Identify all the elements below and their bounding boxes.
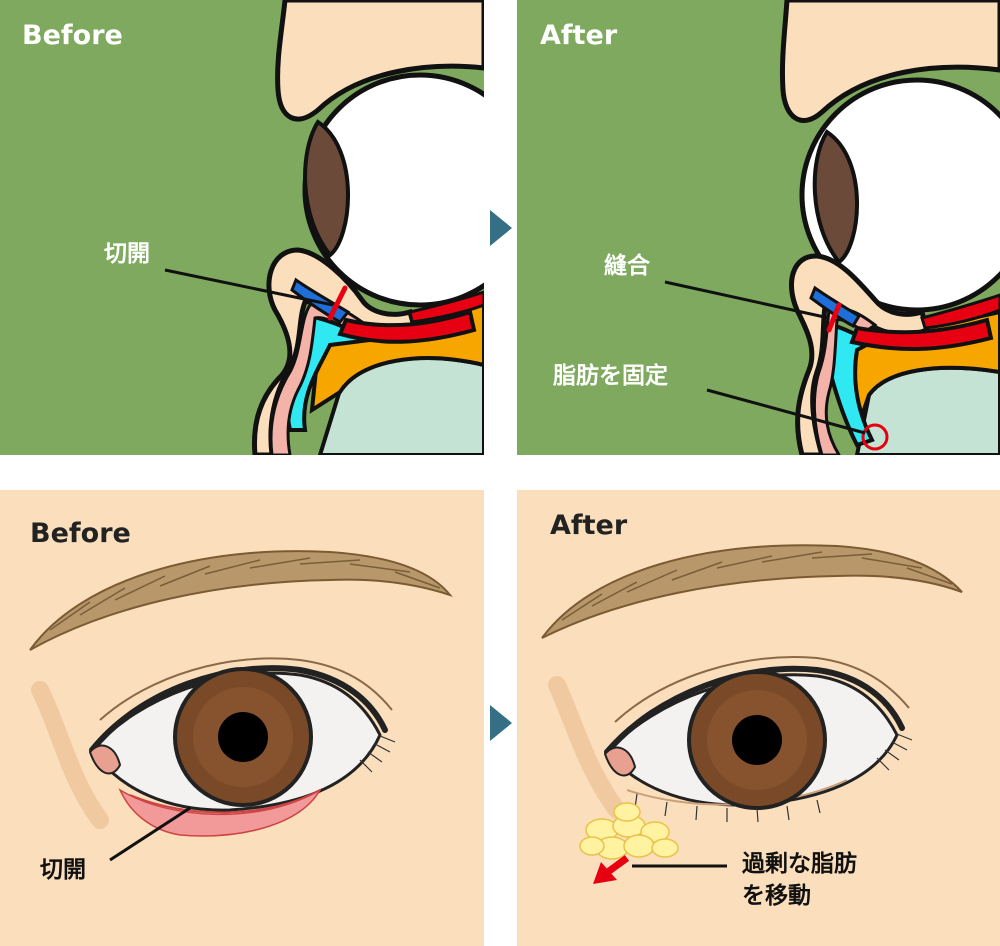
transition-arrow-icon <box>490 210 512 246</box>
fat-cluster <box>579 802 679 860</box>
panel-title: After <box>540 20 618 51</box>
incision-label: 切開 <box>40 857 86 883</box>
front-view-after-panel: After 過剰な脂肪 を移動 <box>517 490 1000 946</box>
front-view-before-panel: Before 切開 <box>0 490 484 946</box>
fat-fixation-label: 脂肪を固定 <box>553 363 668 389</box>
cross-section-after-illustration <box>664 0 1000 455</box>
cross-section-after-panel: After 縫合 脂肪を固定 <box>517 0 1000 455</box>
fat-move-arrow-icon <box>593 855 630 884</box>
fat-move-label-line-1: 過剰な脂肪 <box>742 851 857 877</box>
front-view-after-illustration <box>541 544 963 884</box>
suture-label: 縫合 <box>604 253 650 279</box>
fat-move-label-line-2: を移動 <box>742 883 811 909</box>
panel-title: Before <box>30 518 131 549</box>
cross-section-before-illustration <box>164 0 484 455</box>
panel-title: After <box>550 510 628 541</box>
incision-label: 切開 <box>104 241 150 267</box>
cross-section-before-panel: Before 切開 <box>0 0 484 455</box>
front-view-before-illustration <box>29 550 453 862</box>
panel-title: Before <box>22 20 123 51</box>
transition-arrow-icon <box>490 705 512 741</box>
